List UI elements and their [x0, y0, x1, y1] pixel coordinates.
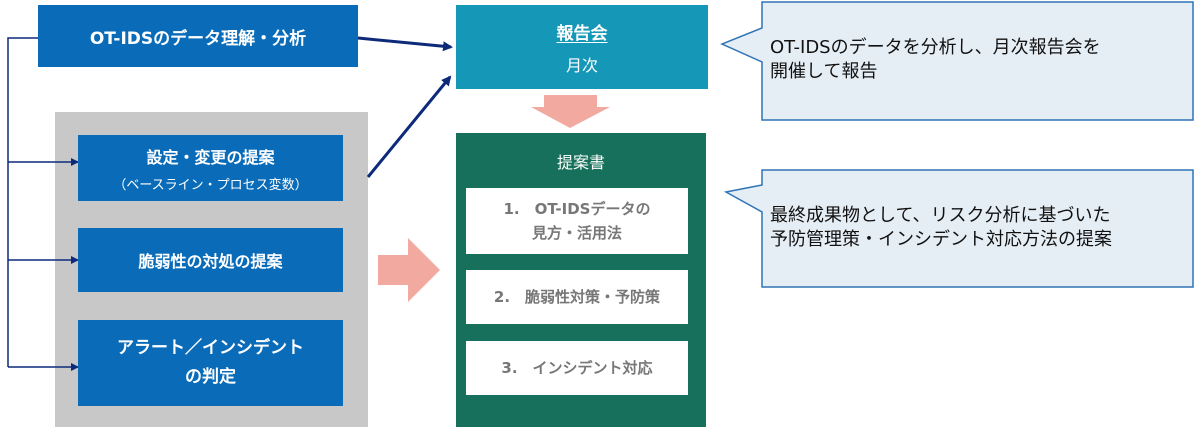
proposal-vulnerability-title: 脆弱性の対処の提案	[138, 252, 283, 271]
callout-shape-1	[720, 1, 1194, 121]
proposal-doc-item-2: 2. 脆弱性対策・予防策	[466, 270, 688, 324]
proposal-box-alert: アラート／インシデント の判定	[78, 320, 343, 406]
proposal-alert-title-line2: の判定	[185, 367, 236, 387]
source-box: OT-IDSのデータ理解・分析	[38, 5, 358, 67]
callout-2-text: 最終成果物として、リスク分析に基づいた 予防管理策・インシデント対応方法の提案	[770, 204, 1190, 253]
proposal-doc-item-1: 1. OT-IDSデータの 見方・活用法	[466, 188, 688, 254]
callout-2-line2: 予防管理策・インシデント対応方法の提案	[770, 229, 1112, 251]
right-arrow	[378, 238, 440, 302]
callout-shape-2	[723, 169, 1194, 288]
report-box-title: 報告会	[556, 23, 608, 44]
callout-1-text: OT-IDSのデータを分析し、月次報告会を 開催して報告	[770, 36, 1190, 85]
proposal-doc-item-3-line1: 3. インシデント対応	[501, 359, 653, 377]
arrow-source-to-report	[357, 36, 453, 52]
callout-2-line1: 最終成果物として、リスク分析に基づいた	[770, 205, 1111, 226]
down-arrow	[531, 95, 610, 128]
callout-1-line1: OT-IDSのデータを分析し、月次報告会を	[770, 37, 1101, 58]
proposal-alert-title-line1: アラート／インシデント	[117, 338, 304, 359]
proposal-settings-subtitle: （ベースライン・プロセス変数）	[113, 177, 308, 193]
proposal-settings-title: 設定・変更の提案	[146, 147, 275, 167]
report-box: 報告会 月次	[456, 5, 708, 89]
proposal-doc-box: 提案書 1. OT-IDSデータの 見方・活用法 2. 脆弱性対策・予防策 3.…	[456, 133, 706, 427]
proposal-doc-item-3: 3. インシデント対応	[466, 341, 688, 395]
callout-1-line2: 開催して報告	[770, 61, 878, 83]
report-box-subtitle: 月次	[565, 55, 598, 75]
left-bracket-connector	[7, 37, 79, 371]
source-box-label: OT-IDSのデータ理解・分析	[89, 28, 307, 49]
proposal-doc-item-1-line2: 見方・活用法	[531, 224, 622, 242]
proposal-box-settings: 設定・変更の提案 （ベースライン・プロセス変数）	[78, 135, 343, 201]
proposal-doc-title: 提案書	[556, 153, 605, 172]
proposal-doc-item-2-line1: 2. 脆弱性対策・予防策	[493, 288, 661, 306]
arrow-proposal-to-report	[366, 75, 452, 178]
proposal-box-vulnerability: 脆弱性の対処の提案	[78, 228, 343, 292]
proposal-doc-item-1-line1: 1. OT-IDSデータの	[503, 200, 651, 218]
